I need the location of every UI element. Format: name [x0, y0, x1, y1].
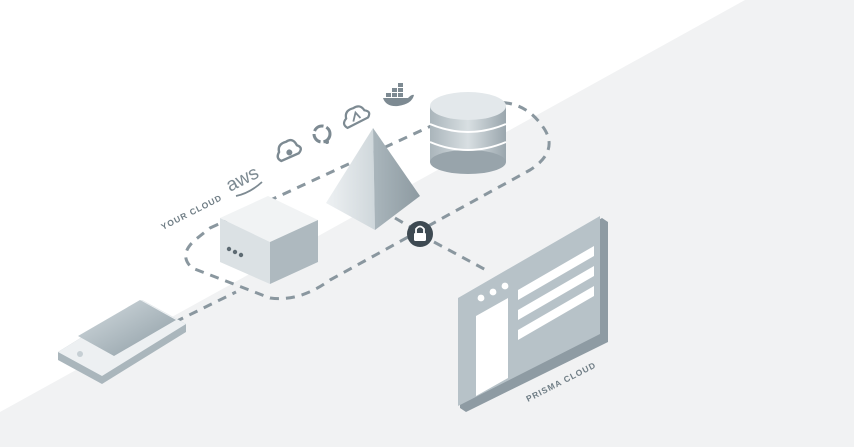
window-sidebar-panel — [476, 298, 508, 396]
prisma-cloud-window — [458, 216, 608, 412]
server-led-3 — [238, 252, 244, 258]
google-cloud-icon — [276, 138, 302, 163]
database-icon — [429, 92, 507, 174]
window-dot-1 — [477, 294, 485, 302]
mobile-phone-device — [58, 300, 186, 384]
window-content-row-3 — [518, 286, 594, 340]
docker-icon — [383, 83, 414, 107]
window-dot-2 — [489, 288, 497, 296]
pyramid-connector — [394, 216, 413, 230]
lock-icon — [407, 221, 433, 247]
phone-connector — [174, 290, 237, 324]
server-led-2 — [232, 249, 238, 255]
aws-logo: aws — [223, 162, 263, 196]
aws-smile-icon — [235, 181, 263, 197]
pyramid-shape — [326, 128, 420, 230]
server-box-device — [220, 196, 318, 284]
prisma-connector — [433, 240, 487, 272]
openshift-icon — [312, 124, 332, 144]
window-content-row-2 — [518, 266, 594, 320]
azure-cloud-icon — [342, 105, 371, 130]
phone-home-button — [77, 351, 83, 357]
server-led-1 — [226, 246, 232, 252]
your-cloud-boundary — [184, 100, 551, 301]
window-dot-3 — [501, 282, 509, 290]
window-content-row-1 — [518, 246, 594, 300]
